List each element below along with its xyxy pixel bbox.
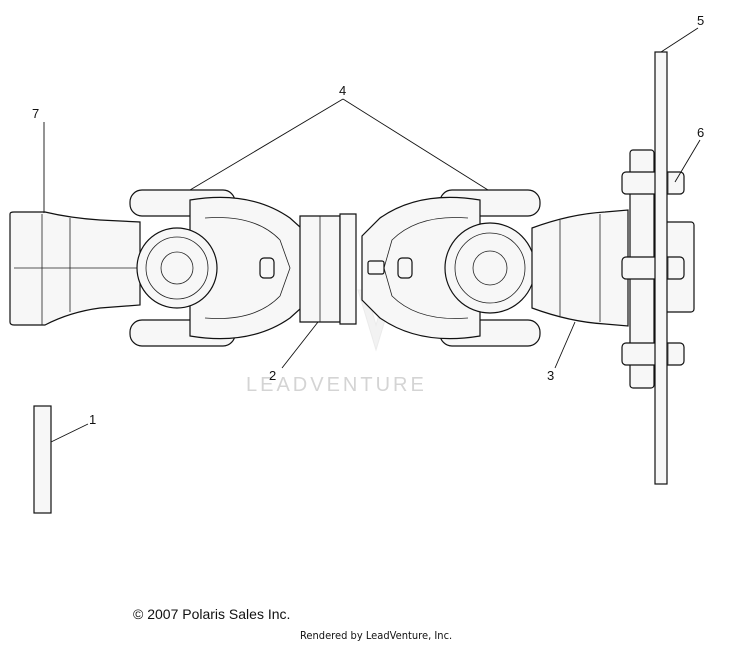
watermark-text: LEADVENTURE (246, 374, 427, 396)
part-7-left-yoke (9, 211, 141, 326)
callout-7: 7 (32, 106, 39, 121)
part-1-shim (33, 405, 52, 514)
leader-lines (43, 27, 701, 443)
part-2-center-shaft (299, 213, 357, 325)
callout-1: 1 (89, 412, 96, 427)
callout-6: 6 (697, 125, 704, 140)
callout-4: 4 (339, 83, 346, 98)
callout-2: 2 (269, 368, 276, 383)
callout-5: 5 (697, 13, 704, 28)
part-5-plate (654, 51, 668, 485)
part-6-bolts (621, 171, 685, 366)
part-3-right-yoke (531, 209, 629, 327)
callout-3: 3 (547, 368, 554, 383)
rendered-by-text: Rendered by LeadVenture, Inc. (300, 629, 453, 642)
left-universal-joint (129, 189, 311, 347)
copyright-text: © 2007 Polaris Sales Inc. (133, 606, 291, 622)
right-universal-joint (361, 189, 541, 347)
